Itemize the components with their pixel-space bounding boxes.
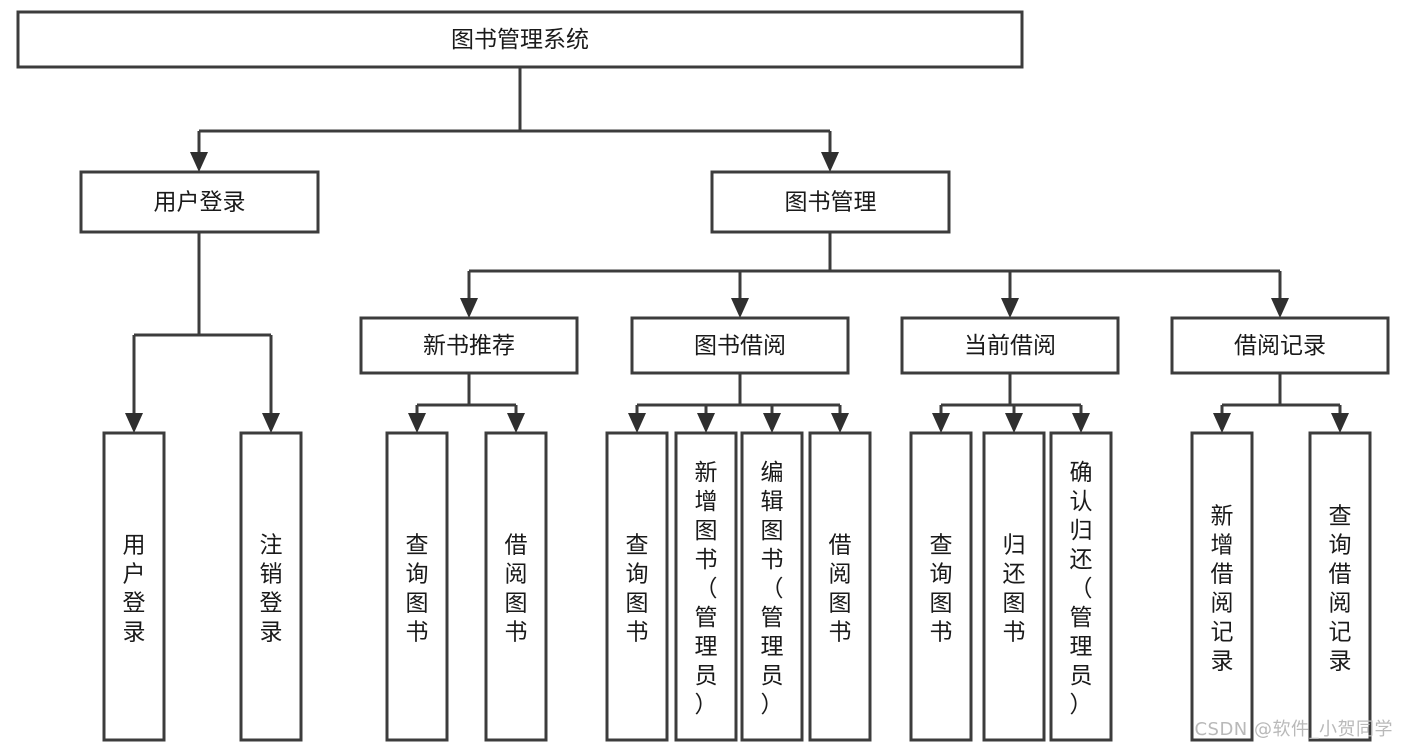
node-box-leaf-user-logout[interactable] xyxy=(239,431,303,742)
node-box-leaf-query-record[interactable] xyxy=(1308,431,1372,742)
node-leaf-add-record[interactable]: 新增借阅记录 xyxy=(1190,431,1254,742)
node-box-current-borrow[interactable] xyxy=(900,316,1120,375)
node-label-leaf-return-book: 归还图书 xyxy=(1003,533,1026,646)
node-book-manage[interactable]: 图书管理 xyxy=(710,170,951,234)
arrow-head-icon xyxy=(1072,413,1090,433)
node-leaf-user-login[interactable]: 用户登录 xyxy=(102,431,166,742)
node-leaf-borrow-book-2[interactable]: 借阅图书 xyxy=(808,431,872,742)
node-root[interactable]: 图书管理系统 xyxy=(16,10,1024,69)
node-label-book-borrow: 图书借阅 xyxy=(694,333,786,359)
node-leaf-user-logout[interactable]: 注销登录 xyxy=(239,431,303,742)
node-label-leaf-query-book-2: 查询图书 xyxy=(626,533,649,646)
arrow-head-icon xyxy=(507,413,525,433)
node-label-leaf-add-book: 新增图书（管理员） xyxy=(695,460,718,718)
node-leaf-query-book-1[interactable]: 查询图书 xyxy=(385,431,449,742)
node-box-borrow-record[interactable] xyxy=(1170,316,1390,375)
node-label-leaf-user-logout: 注销登录 xyxy=(260,533,283,646)
node-label-leaf-query-book-1: 查询图书 xyxy=(406,533,429,646)
node-box-new-book-rec[interactable] xyxy=(359,316,579,375)
arrow-head-icon xyxy=(460,298,478,318)
node-new-book-rec[interactable]: 新书推荐 xyxy=(359,316,579,375)
arrow-head-icon xyxy=(1271,298,1289,318)
edge-group-book-borrow xyxy=(628,373,849,433)
node-label-leaf-add-record: 新增借阅记录 xyxy=(1211,504,1234,675)
arrow-head-icon xyxy=(262,413,280,433)
arrow-head-icon xyxy=(408,413,426,433)
node-leaf-confirm-return[interactable]: 确认归还（管理员） xyxy=(1049,431,1113,742)
arrow-head-icon xyxy=(190,152,208,172)
arrow-head-icon xyxy=(932,413,950,433)
edge-group-book-manage xyxy=(460,232,1289,318)
arrow-head-icon xyxy=(1005,413,1023,433)
node-leaf-query-book-2[interactable]: 查询图书 xyxy=(605,431,669,742)
node-box-leaf-return-book[interactable] xyxy=(982,431,1046,742)
node-label-leaf-user-login: 用户登录 xyxy=(123,533,146,646)
node-label-new-book-rec: 新书推荐 xyxy=(423,333,515,359)
node-borrow-record[interactable]: 借阅记录 xyxy=(1170,316,1390,375)
arrow-head-icon xyxy=(1001,298,1019,318)
node-label-current-borrow: 当前借阅 xyxy=(964,333,1056,359)
node-leaf-edit-book[interactable]: 编辑图书（管理员） xyxy=(740,431,804,742)
edge-group-borrow-record xyxy=(1213,373,1349,433)
arrow-head-icon xyxy=(1213,413,1231,433)
node-leaf-add-book[interactable]: 新增图书（管理员） xyxy=(674,431,738,742)
node-leaf-return-book[interactable]: 归还图书 xyxy=(982,431,1046,742)
edge-group-root xyxy=(190,67,839,172)
node-box-leaf-borrow-book-1[interactable] xyxy=(484,431,548,742)
connector-layer xyxy=(125,67,1349,433)
node-current-borrow[interactable]: 当前借阅 xyxy=(900,316,1120,375)
arrow-head-icon xyxy=(125,413,143,433)
arrow-head-icon xyxy=(731,298,749,318)
arrow-head-icon xyxy=(628,413,646,433)
node-box-book-manage[interactable] xyxy=(710,170,951,234)
node-box-leaf-borrow-book-2[interactable] xyxy=(808,431,872,742)
node-label-leaf-query-book-3: 查询图书 xyxy=(930,533,953,646)
node-label-root: 图书管理系统 xyxy=(451,27,589,53)
node-box-book-borrow[interactable] xyxy=(630,316,850,375)
arrow-head-icon xyxy=(1331,413,1349,433)
node-leaf-query-book-3[interactable]: 查询图书 xyxy=(909,431,973,742)
node-label-user-login: 用户登录 xyxy=(154,190,246,216)
node-book-borrow[interactable]: 图书借阅 xyxy=(630,316,850,375)
node-box-leaf-add-book[interactable] xyxy=(674,431,738,742)
arrow-head-icon xyxy=(831,413,849,433)
node-label-borrow-record: 借阅记录 xyxy=(1234,333,1326,359)
arrow-head-icon xyxy=(763,413,781,433)
edge-group-current-borrow xyxy=(932,373,1090,433)
node-user-login[interactable]: 用户登录 xyxy=(79,170,320,234)
node-box-leaf-confirm-return[interactable] xyxy=(1049,431,1113,742)
node-label-leaf-confirm-return: 确认归还（管理员） xyxy=(1070,460,1093,718)
node-box-leaf-edit-book[interactable] xyxy=(740,431,804,742)
node-layer: 图书管理系统用户登录图书管理新书推荐图书借阅当前借阅借阅记录用户登录注销登录查询… xyxy=(16,10,1390,742)
node-box-leaf-query-book-3[interactable] xyxy=(909,431,973,742)
arrow-head-icon xyxy=(821,152,839,172)
node-box-user-login[interactable] xyxy=(79,170,320,234)
arrow-head-icon xyxy=(697,413,715,433)
node-box-leaf-add-record[interactable] xyxy=(1190,431,1254,742)
node-label-leaf-edit-book: 编辑图书（管理员） xyxy=(761,460,784,718)
edge-group-new-book-rec xyxy=(408,373,525,433)
node-box-leaf-query-book-2[interactable] xyxy=(605,431,669,742)
node-box-root[interactable] xyxy=(16,10,1024,69)
node-label-book-manage: 图书管理 xyxy=(785,190,877,216)
node-box-leaf-query-book-1[interactable] xyxy=(385,431,449,742)
node-label-leaf-query-record: 查询借阅记录 xyxy=(1329,504,1352,675)
edge-group-user-login xyxy=(125,232,280,433)
node-box-leaf-user-login[interactable] xyxy=(102,431,166,742)
node-leaf-query-record[interactable]: 查询借阅记录 xyxy=(1308,431,1372,742)
node-label-leaf-borrow-book-2: 借阅图书 xyxy=(829,533,852,646)
node-label-leaf-borrow-book-1: 借阅图书 xyxy=(505,533,528,646)
node-leaf-borrow-book-1[interactable]: 借阅图书 xyxy=(484,431,548,742)
